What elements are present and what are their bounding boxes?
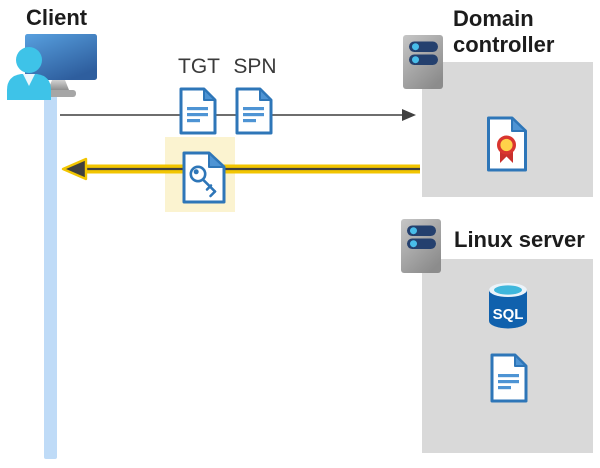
spn-document-icon	[235, 87, 273, 135]
response-arrow	[61, 157, 420, 181]
sql-database-icon: SQL	[489, 283, 527, 329]
client-lifeline	[44, 92, 57, 459]
spn-label: SPN	[233, 55, 277, 78]
tgt-document-icon	[179, 87, 217, 135]
keytab-document-icon	[490, 353, 528, 403]
tgt-label: TGT	[178, 55, 220, 78]
certificate-icon	[487, 116, 527, 172]
linux-server-heading: Linux server	[454, 227, 585, 252]
request-arrow	[60, 109, 416, 121]
person-collar	[23, 74, 35, 86]
person-head	[16, 47, 42, 73]
client-heading: Client	[26, 5, 88, 30]
certificate-seal	[496, 135, 517, 155]
request-arrowhead	[402, 109, 416, 121]
person-body	[7, 74, 51, 100]
response-arrowhead	[61, 157, 88, 181]
monitor-stand	[48, 80, 69, 90]
key-glyph	[189, 165, 217, 198]
monitor-icon	[25, 34, 97, 80]
sql-label: SQL	[493, 306, 524, 323]
linux-server-icon	[401, 219, 441, 273]
key-document-icon	[182, 151, 226, 204]
monitor-base	[43, 90, 76, 97]
client-user-workstation-icon	[7, 34, 97, 100]
domain-controller-heading: Domain controller	[453, 6, 555, 57]
domain-controller-server-icon	[403, 35, 443, 89]
